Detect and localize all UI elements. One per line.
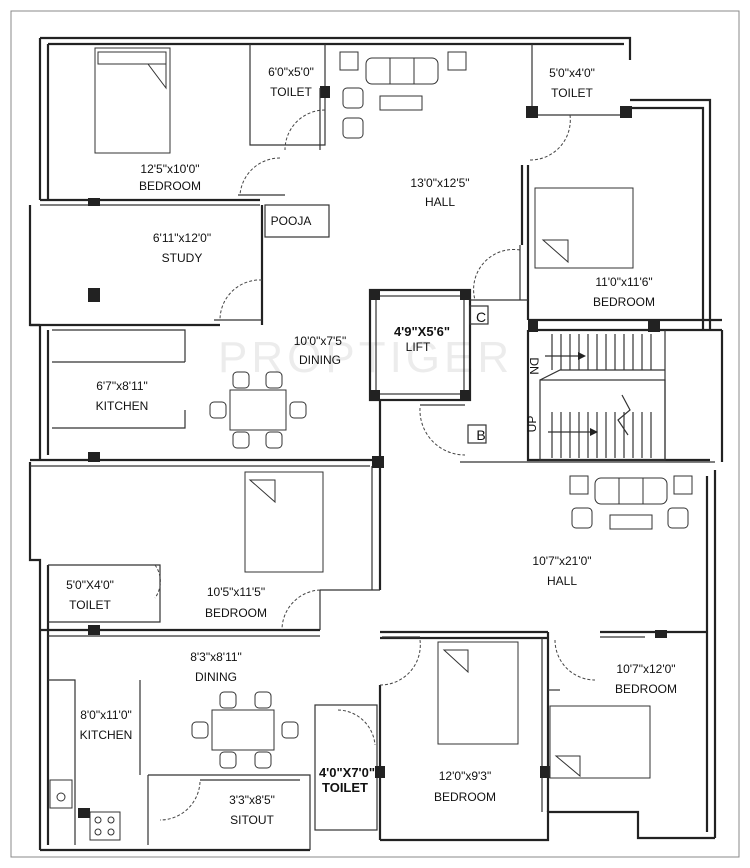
bedroom-s-dims: 12'0"x9'3" — [439, 769, 491, 783]
toilet-n-dims: 6'0"x5'0" — [268, 65, 314, 79]
bedroom-w-dims: 10'5"x11'5" — [207, 585, 265, 599]
kitchen-s-name: KITCHEN — [80, 728, 133, 742]
dining-s-name: DINING — [195, 670, 237, 684]
stair-arrows — [545, 352, 631, 436]
bedroom-nw-name: BEDROOM — [139, 179, 201, 193]
lift-dims: 4'9"X5'6" — [394, 324, 450, 339]
watermark: PROPTIGER — [218, 333, 513, 382]
furniture — [94, 47, 693, 779]
hall-s-dims: 10'7"x21'0" — [532, 554, 591, 568]
bedroom-ne-name: BEDROOM — [593, 295, 655, 309]
staircase — [551, 334, 652, 458]
lift-name: LIFT — [406, 340, 431, 354]
door-swings — [154, 88, 645, 821]
toilet-n-name: TOILET — [270, 85, 312, 99]
hall-n-dims: 13'0"x12'5" — [410, 176, 469, 190]
exterior-walls — [28, 36, 724, 852]
bedroom-nw-dims: 12'5"x10'0" — [140, 162, 199, 176]
bedroom-s-name: BEDROOM — [434, 790, 496, 804]
toilet-s-dims: 4'0"X7'0" — [319, 765, 375, 780]
pooja-name: POOJA — [271, 214, 312, 228]
interior-walls — [30, 44, 722, 850]
toilet-w-dims: 5'0"X4'0" — [66, 578, 114, 592]
dining-s-dims: 8'3"x8'11" — [190, 650, 242, 664]
bedroom-se-name: BEDROOM — [615, 682, 677, 696]
bedroom-w-name: BEDROOM — [205, 606, 267, 620]
kitchen-n-name: KITCHEN — [96, 399, 149, 413]
kitchen-s-dims: 8'0"x11'0" — [80, 708, 132, 722]
room-labels: 12'5"x10'0" BEDROOM 6'0"x5'0" TOILET 13'… — [66, 65, 677, 827]
toilet-s-name: TOILET — [322, 780, 368, 795]
markers: C B DN UP — [476, 309, 541, 443]
dining-n-dims: 10'0"x7'5" — [294, 334, 346, 348]
toilet-w-name: TOILET — [69, 598, 111, 612]
sitout-name: SITOUT — [230, 813, 274, 827]
marker-up: UP — [525, 416, 539, 433]
sitout-dims: 3'3"x8'5" — [229, 793, 275, 807]
marker-b: B — [476, 427, 485, 443]
bedroom-ne-dims: 11'0"x11'6" — [595, 275, 652, 289]
kitchen-n-dims: 6'7"x8'11" — [96, 379, 148, 393]
columns — [78, 86, 667, 818]
marker-c-box — [469, 305, 489, 325]
dining-n-name: DINING — [299, 353, 341, 367]
bedroom-se-dims: 10'7"x12'0" — [616, 662, 675, 676]
toilet-ne-dims: 5'0"x4'0" — [549, 66, 595, 80]
study-dims: 6'11"x12'0" — [153, 231, 211, 245]
frame-border — [10, 10, 740, 858]
hall-n-name: HALL — [425, 195, 455, 209]
marker-c: C — [476, 309, 486, 325]
study-name: STUDY — [162, 251, 203, 265]
marker-dn: DN — [527, 357, 541, 374]
hall-s-name: HALL — [547, 574, 577, 588]
toilet-ne-name: TOILET — [551, 86, 593, 100]
marker-b-box — [467, 424, 487, 444]
